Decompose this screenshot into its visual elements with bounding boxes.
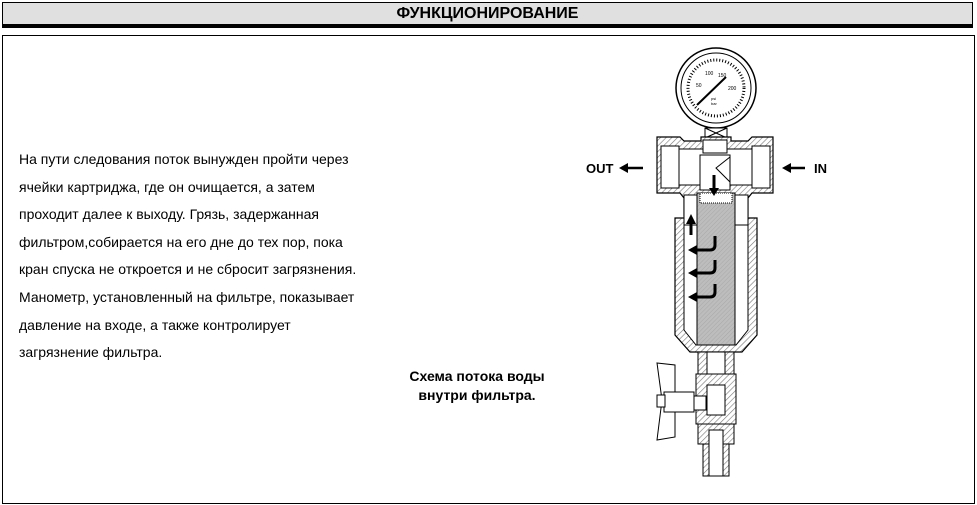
svg-text:100: 100 (705, 71, 714, 77)
diagram-caption: Схема потока воды внутри фильтра. (377, 367, 577, 405)
drain-valve (656, 351, 737, 477)
description-text: На пути следования поток вынужден пройти… (19, 146, 419, 367)
section-title: ФУНКЦИОНИРОВАНИЕ (396, 5, 579, 22)
in-arrow-icon (782, 163, 805, 173)
text-line: загрязнение фильтра. (19, 344, 163, 361)
in-label: IN (814, 161, 827, 176)
content-frame (2, 35, 975, 504)
text-line: На пути следования поток вынужден пройти… (19, 151, 349, 167)
text-line: фильтром,собирается на его дне до тех по… (19, 233, 343, 250)
caption-line: внутри фильтра. (418, 387, 536, 403)
text-line: давление на входе, а также контролирует (19, 316, 291, 333)
section-header: ФУНКЦИОНИРОВАНИЕ (2, 2, 973, 28)
svg-text:150: 150 (718, 73, 727, 79)
text-line: ячейки картриджа, где он очищается, а за… (19, 178, 315, 195)
out-label: OUT (586, 161, 614, 176)
svg-text:50: 50 (696, 83, 702, 89)
caption-line: Схема потока воды (409, 368, 545, 384)
svg-text:200: 200 (728, 86, 737, 92)
svg-text:bar: bar (711, 101, 717, 106)
text-line: Манометр, установленный на фильтре, пока… (19, 288, 355, 305)
text-line: кран спуска не откроется и не сбросит за… (19, 261, 357, 278)
out-arrow-icon (619, 163, 643, 173)
filter-bowl (674, 192, 758, 353)
flow-arrows (686, 175, 719, 302)
svg-text:psi: psi (711, 96, 716, 101)
text-line: проходит далее к выходу. Грязь, задержан… (19, 206, 320, 223)
